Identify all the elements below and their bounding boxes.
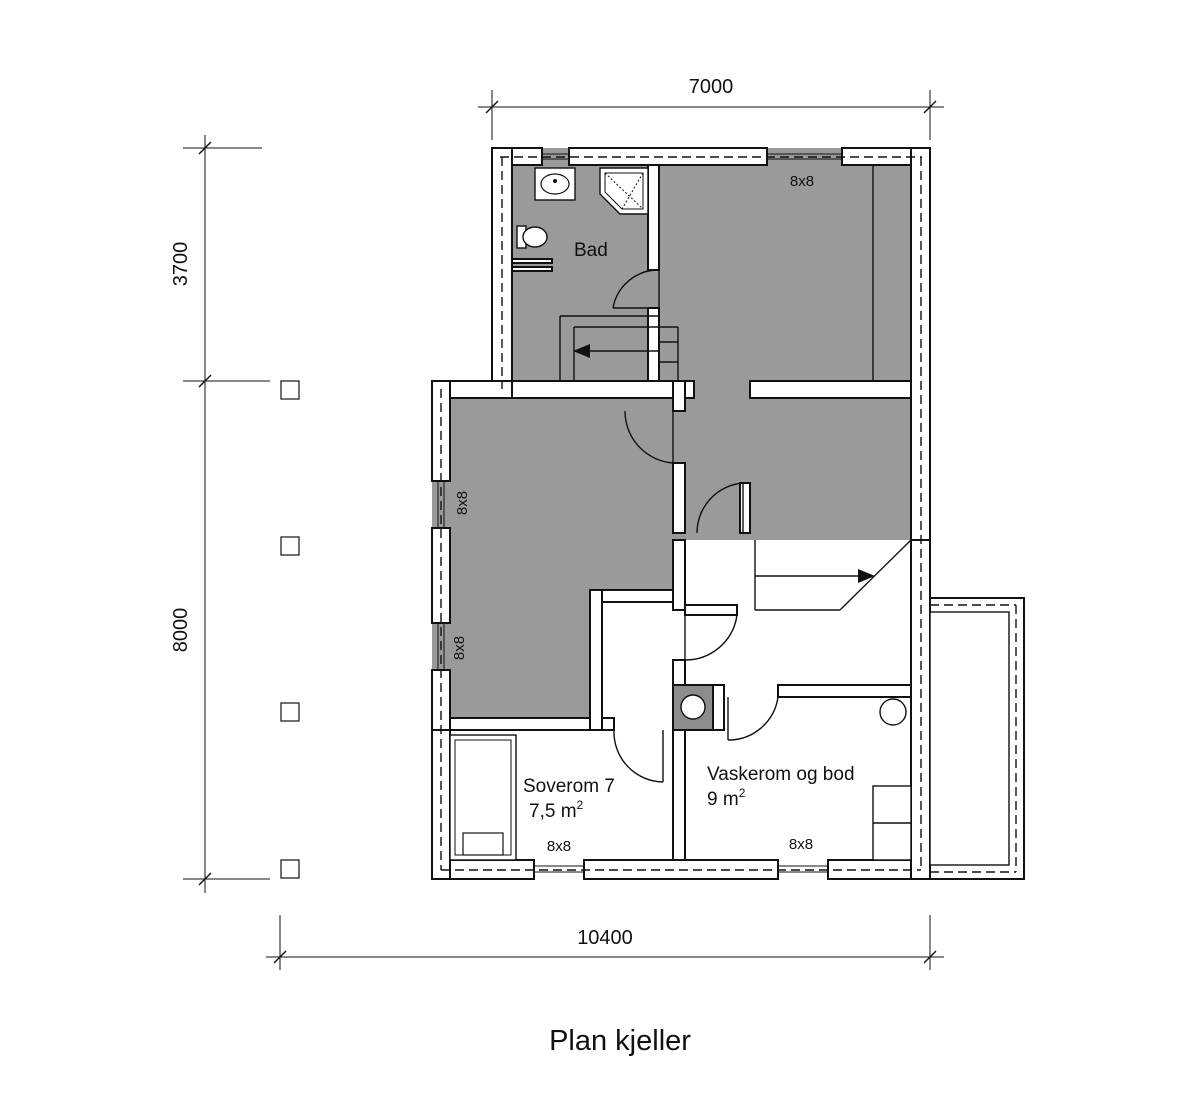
window-label-left-upper: 8x8 — [454, 491, 471, 515]
column-markers — [280, 380, 300, 879]
room-label-vaskerom: Vaskerom og bod — [707, 764, 855, 785]
shaded-area — [432, 148, 930, 730]
outer-walls — [431, 147, 931, 880]
dimension-top — [478, 90, 944, 140]
room-label-soverom: Soverom 7 — [523, 776, 615, 797]
chimney — [672, 684, 714, 731]
dimension-bottom — [266, 915, 944, 970]
window-glazing — [437, 153, 842, 873]
dimension-bottom-label: 10400 — [577, 927, 633, 949]
shelf-unit — [872, 785, 912, 861]
shower-icon — [599, 167, 649, 215]
window-label-bottom-right: 8x8 — [789, 836, 813, 853]
dimension-left-upper-label: 3700 — [170, 242, 192, 287]
sink-icon — [534, 167, 576, 201]
dimension-top-label: 7000 — [689, 76, 734, 98]
toilet-icon — [516, 225, 548, 249]
window-label-bottom-left: 8x8 — [547, 838, 571, 855]
dimension-left-lower-label: 8000 — [170, 608, 192, 653]
room-area-vaskerom: 9 m2 — [707, 786, 746, 810]
lower-stair — [754, 539, 912, 611]
dimension-left — [183, 135, 270, 893]
plan-title: Plan kjeller — [549, 1025, 691, 1057]
room-area-soverom: 7,5 m2 — [529, 798, 584, 822]
room-label-bad: Bad — [574, 240, 608, 261]
interior-walls — [449, 164, 912, 861]
window-label-left-lower: 8x8 — [451, 636, 468, 660]
bed-icon — [449, 734, 517, 861]
upper-stair — [559, 315, 679, 381]
terrace — [929, 597, 1025, 880]
doors — [612, 269, 779, 783]
water-heater-icon — [879, 698, 907, 726]
window-label-top-right: 8x8 — [790, 173, 814, 190]
insulation-lines — [440, 156, 922, 871]
